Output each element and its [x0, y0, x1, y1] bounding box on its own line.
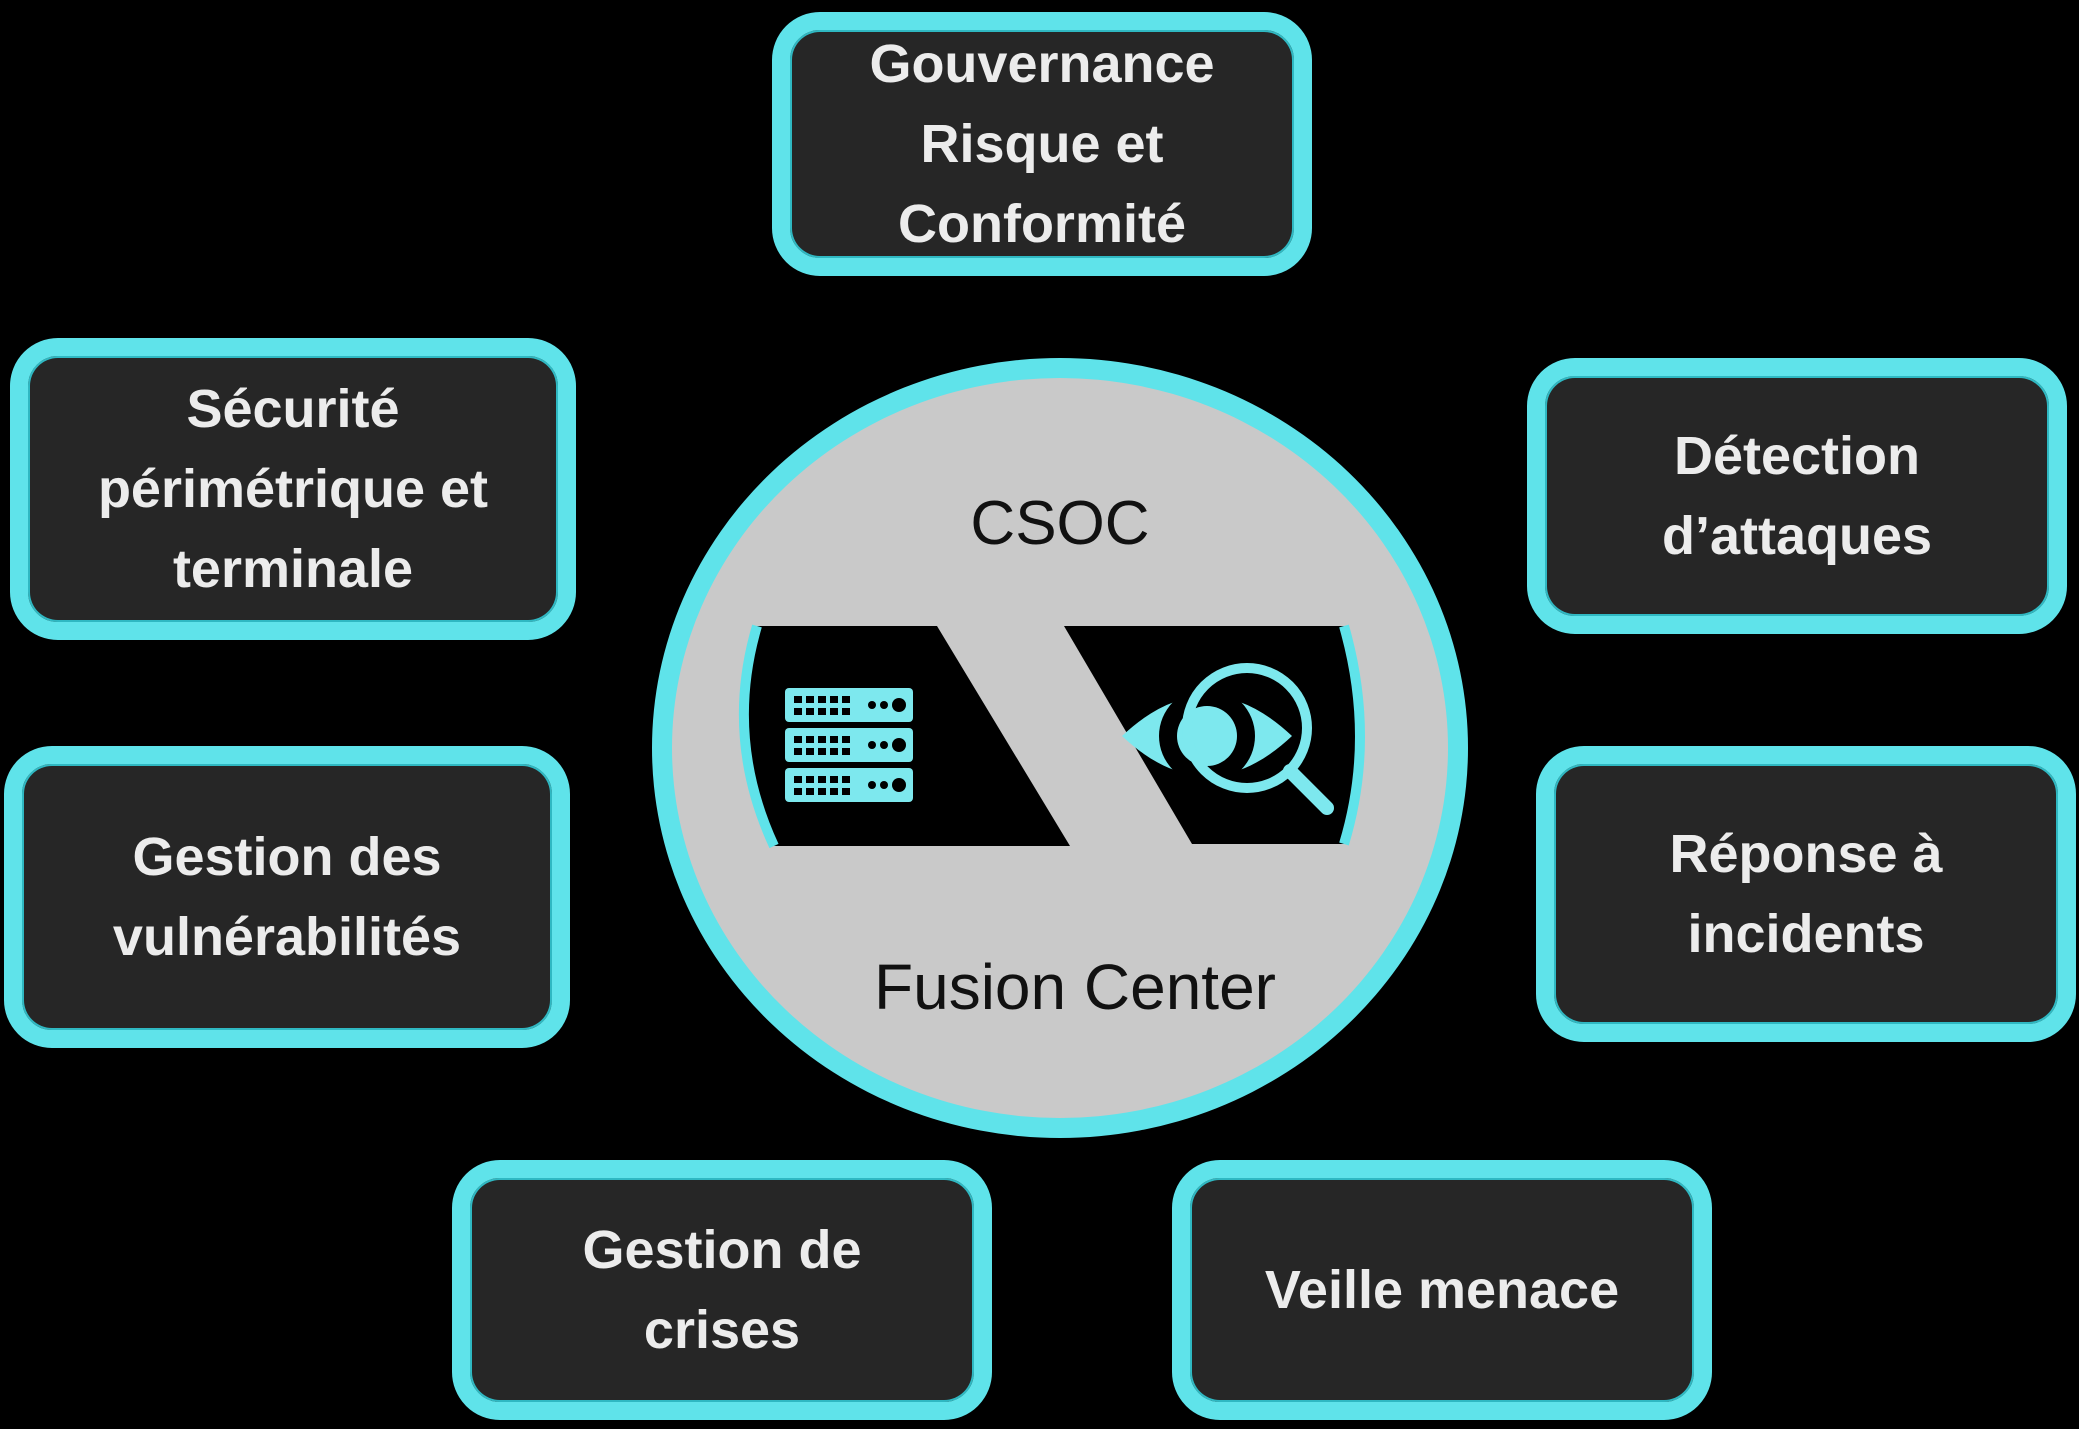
- box-label-line: Conformité: [898, 194, 1186, 254]
- box-label-line: périmétrique et: [97, 459, 489, 519]
- box-detection-attaques: Détection d’attaques: [1527, 358, 2067, 634]
- box-label-line: Détection: [1673, 426, 1921, 486]
- box-label-line: Risque et: [920, 114, 1164, 174]
- box-gestion-vulnerabilites: Gestion des vulnérabilités: [4, 746, 570, 1048]
- box-label-line: Réponse à: [1669, 824, 1943, 884]
- box-label-line: vulnérabilités: [112, 907, 462, 967]
- box-label-line: Sécurité: [186, 379, 400, 439]
- csoc-label: CSOC: [970, 489, 1150, 558]
- center-graphic: [738, 624, 1365, 849]
- box-label-line: d’attaques: [1661, 506, 1933, 566]
- box-reponse-incidents: Réponse à incidents: [1536, 746, 2076, 1042]
- box-gestion-crises: Gestion de crises: [452, 1160, 992, 1420]
- box-label-line: incidents: [1687, 904, 1925, 964]
- box-securite-perimetrique: Sécurité périmétrique et terminale: [10, 338, 576, 640]
- box-label-line: Gestion des: [132, 827, 442, 887]
- box-label-line: Gouvernance: [869, 34, 1215, 94]
- fusion-center-label: Fusion Center: [874, 951, 1276, 1023]
- center-circle: CSOC Fusion Center: [652, 358, 1468, 1138]
- server-rack-icon: [785, 688, 913, 802]
- right-panel-accent: [1339, 624, 1365, 846]
- box-label-line: Veille menace: [1264, 1260, 1620, 1320]
- box-gouvernance-risque-conformite: Gouvernance Risque et Conformité: [772, 12, 1312, 276]
- box-label-line: terminale: [172, 539, 414, 599]
- eye-magnifier-icon: [1122, 663, 1334, 815]
- box-label-line: crises: [643, 1300, 801, 1360]
- left-panel-accent: [738, 624, 779, 849]
- box-label-line: Gestion de: [582, 1220, 862, 1280]
- box-veille-menace: Veille menace: [1172, 1160, 1712, 1420]
